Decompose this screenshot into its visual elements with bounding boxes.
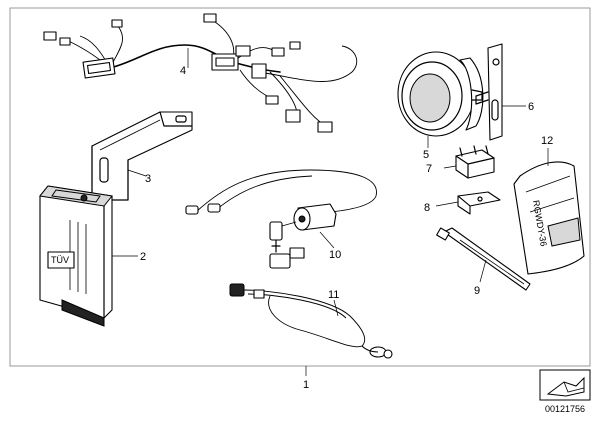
reference-number: 00121756 <box>545 404 585 414</box>
page-corner-icon <box>539 369 591 401</box>
part-bracket-6[interactable] <box>475 43 503 141</box>
callout-1: 1 <box>303 379 309 391</box>
callout-3: 3 <box>145 173 151 185</box>
part-bracket-8[interactable] <box>457 191 501 215</box>
callout-12: 12 <box>541 135 553 147</box>
diagram-frame <box>9 7 591 367</box>
callout-10: 10 <box>329 249 341 261</box>
callout-4: 4 <box>180 65 186 77</box>
part-wiring-harness[interactable] <box>43 13 358 133</box>
part-horn[interactable] <box>397 51 484 137</box>
callout-6: 6 <box>528 101 534 113</box>
callout-8: 8 <box>424 202 430 214</box>
callout-2: 2 <box>140 251 146 263</box>
part-clip[interactable] <box>455 145 495 179</box>
part-key-switch[interactable] <box>185 169 377 269</box>
part-cable-11[interactable] <box>229 283 393 359</box>
callout-9: 9 <box>474 285 480 297</box>
part-control-unit[interactable]: TÜV <box>39 185 113 327</box>
part-cable-tie[interactable] <box>436 227 531 291</box>
callout-5: 5 <box>423 149 429 161</box>
part-bracket-3[interactable] <box>91 111 193 201</box>
part-pouch[interactable]: RGWDY-36 <box>513 161 585 275</box>
unit-label: TÜV <box>51 255 69 265</box>
callout-7: 7 <box>426 163 432 175</box>
callout-11: 11 <box>328 289 339 301</box>
